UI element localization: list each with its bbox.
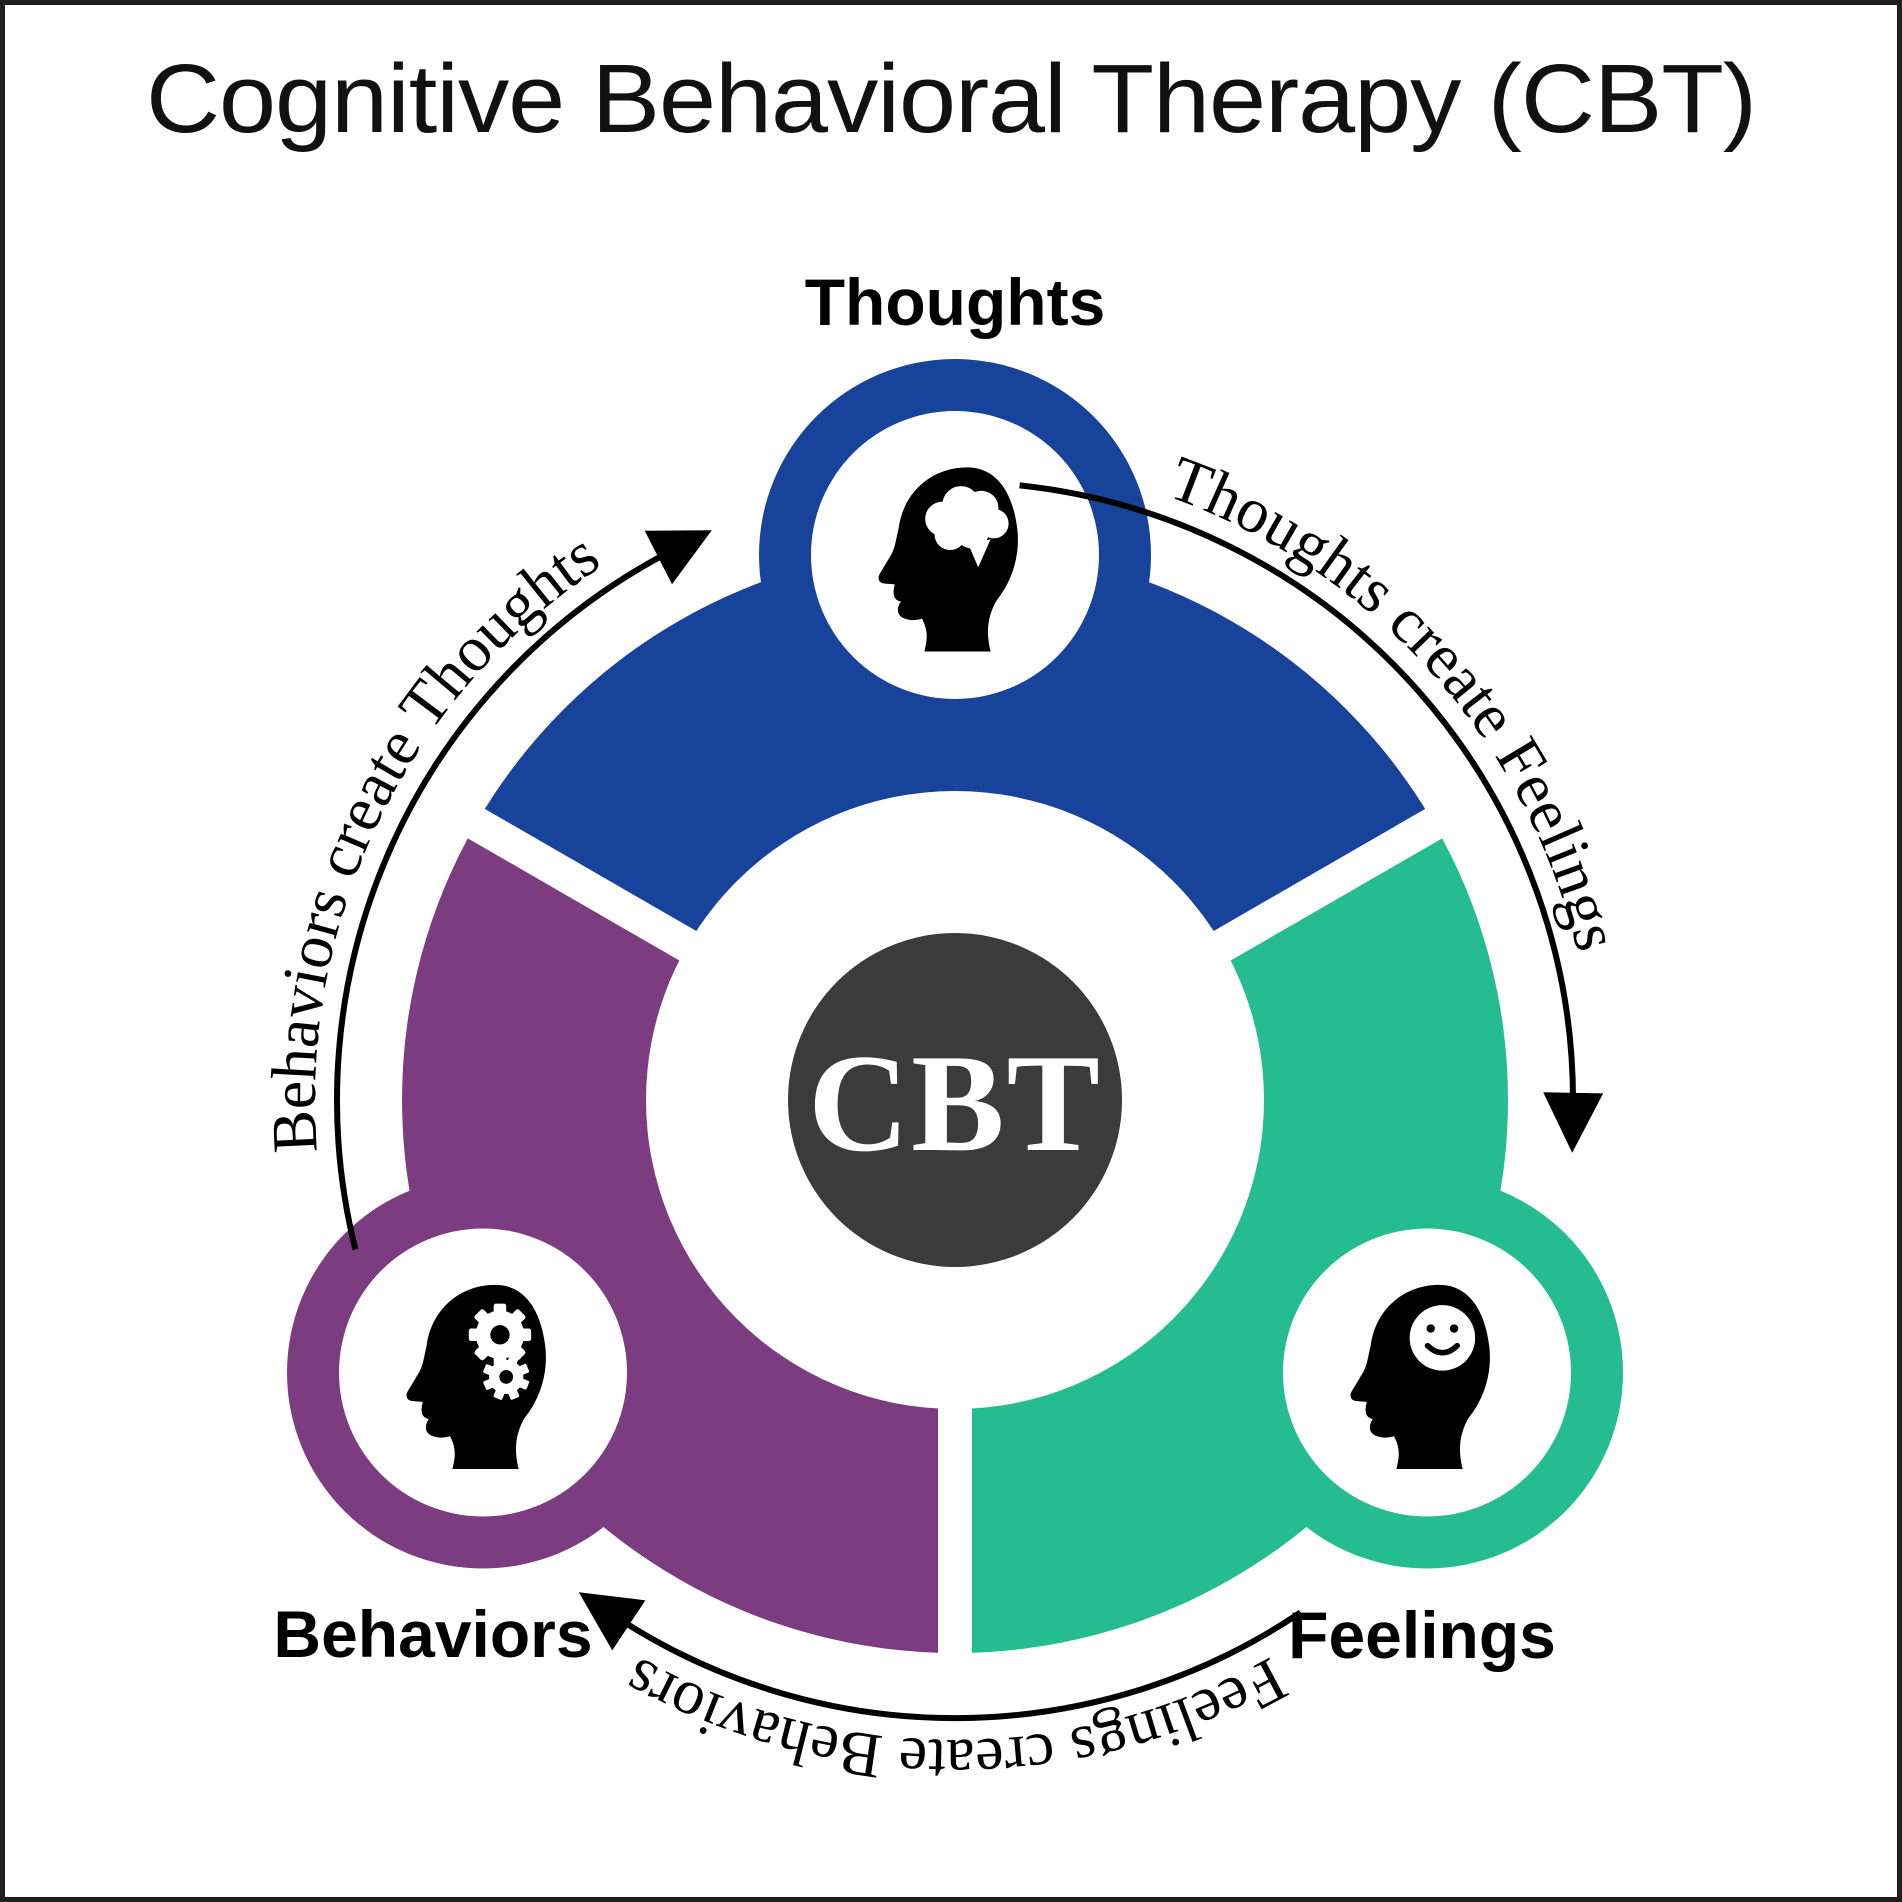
center-circle	[788, 933, 1122, 1267]
head-with-brain-icon	[878, 467, 1018, 652]
segment-divider	[444, 795, 722, 975]
head-with-gears-icon	[406, 1284, 546, 1469]
gears-shape	[468, 1303, 532, 1400]
feelings-label: Feelings	[1288, 1598, 1556, 1672]
page-title: Cognitive Behavioral Therapy (CBT)	[146, 44, 1756, 153]
brain-shape	[925, 486, 1009, 568]
head-with-smiley-icon	[1350, 1284, 1490, 1469]
arrow-feelings-to-behaviors	[578, 1592, 1303, 1722]
thoughts-label: Thoughts	[805, 265, 1106, 339]
smiley-shape	[1409, 1305, 1476, 1371]
segment-divider	[938, 1380, 972, 1680]
segment-divider	[1188, 795, 1466, 975]
behaviors-label: Behaviors	[273, 1597, 592, 1671]
arrow-thoughts-to-feelings	[1019, 482, 1604, 1153]
arrow-behaviors-to-thoughts	[334, 530, 712, 1251]
center-label: CBT	[808, 1026, 1102, 1181]
